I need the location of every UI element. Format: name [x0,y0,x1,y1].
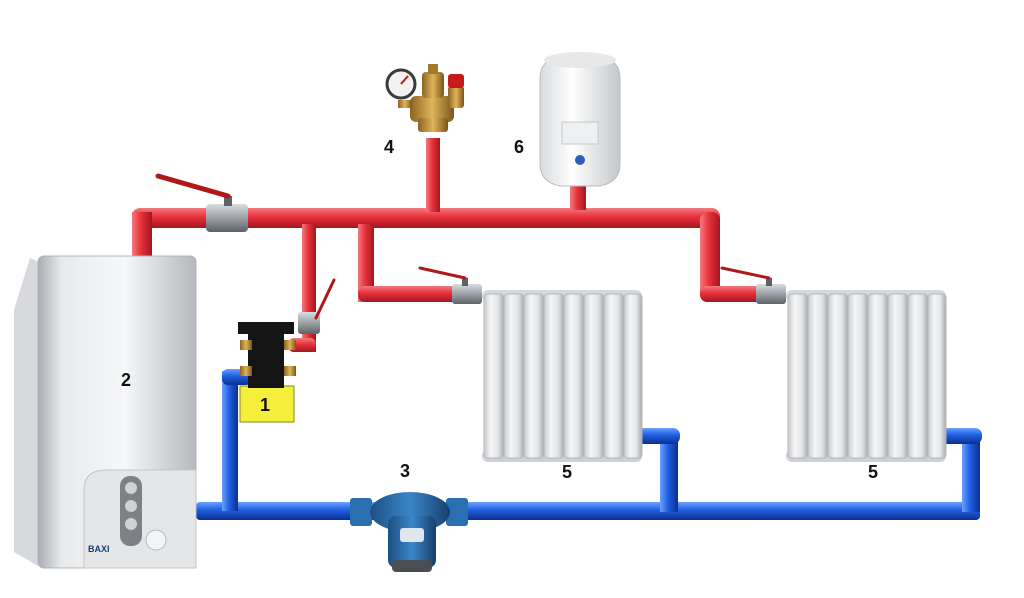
circulation-pump [350,492,468,572]
label-radiator-right: 5 [868,462,879,482]
supply-drop-right [700,212,720,302]
return-elbow-left [636,428,680,444]
supply-drop-left [358,224,374,302]
expansion-tank [539,52,621,187]
supply-safety-riser [426,138,440,212]
supply-pipes [132,138,780,352]
supply-branch-left [358,286,470,302]
return-riser-right [962,436,980,512]
label-radiator-left: 5 [562,462,573,482]
radiator-left [482,290,643,462]
return-separator-riser [222,371,238,511]
air-vent-icon [422,64,444,98]
supply-boiler-riser [132,212,152,262]
hydraulic-separator [238,322,296,423]
boiler [14,255,197,569]
radiator-right [786,290,947,462]
return-main-pipe [196,502,980,520]
ball-valve-icon[interactable] [155,173,248,232]
supply-main-pipe [132,208,720,228]
label-safety-group: 4 [384,137,395,157]
ball-valve-icon[interactable] [720,266,786,304]
return-riser-left [660,436,678,512]
label-pump: 3 [400,461,411,481]
supply-tank-connector [570,184,586,210]
label-expansion-tank: 6 [514,137,525,157]
return-elbow-right [938,428,982,444]
label-boiler: 2 [120,370,131,390]
boiler-brand-logo: BAXI [88,544,110,554]
pressure-gauge-icon [385,68,417,100]
label-separator: 1 [260,395,271,415]
ball-valve-icon[interactable] [298,278,336,334]
ball-valve-icon[interactable] [418,266,482,304]
relief-valve-icon [448,74,464,108]
safety-group [385,64,464,132]
